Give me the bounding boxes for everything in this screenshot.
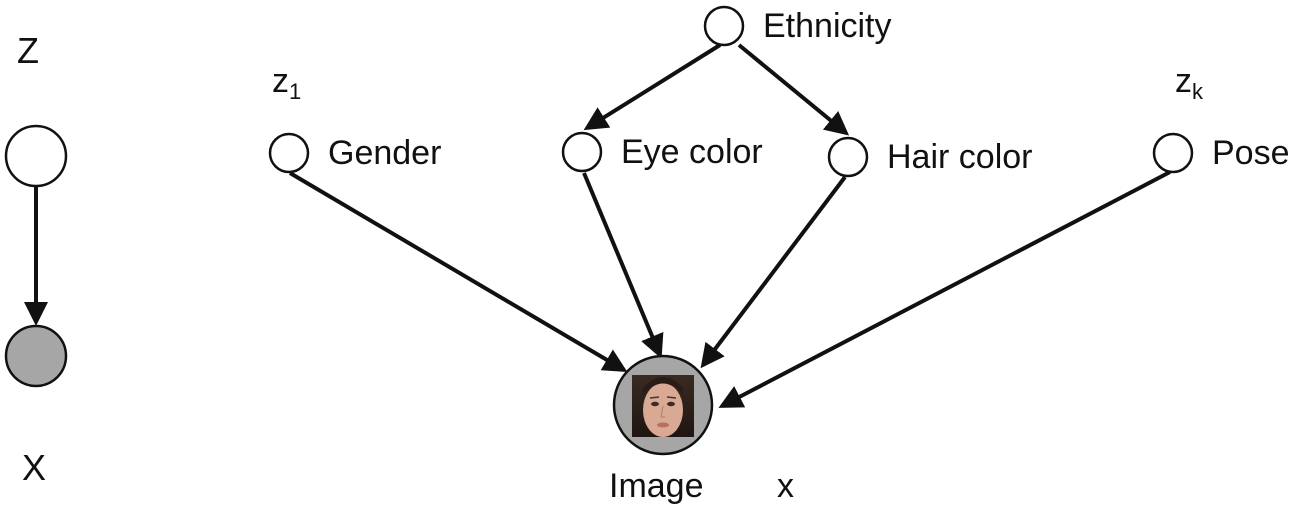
edge-pose-image (718, 170, 1171, 408)
edge-gender-image (288, 171, 628, 373)
image-label: Image (609, 467, 704, 505)
simple-model: Z X (4, 30, 68, 488)
hair-color-label: Hair color (887, 138, 1032, 176)
eye-color-label: Eye color (621, 133, 763, 171)
factor-model: Ethnicity Gender Eye color Hair color Po… (268, 5, 1290, 505)
ethnicity-label: Ethnicity (763, 7, 892, 45)
x-label: x (777, 467, 794, 505)
face-photo-icon (632, 375, 694, 437)
ethnicity-node (703, 5, 745, 47)
observed-label-x: X (22, 447, 46, 488)
edge-hair-color-image (700, 175, 847, 369)
latent-node (4, 124, 68, 188)
zk-label: zk (1175, 62, 1204, 104)
latent-label-z: Z (17, 30, 39, 71)
gender-node (268, 132, 310, 174)
edge-ethnicity-hair-color (737, 43, 850, 136)
edge-eye-color-image (582, 172, 664, 359)
edge-ethnicity-eye-color (583, 43, 722, 131)
z1-label: z1 (272, 62, 301, 104)
pose-node (1152, 132, 1194, 174)
observed-node (4, 324, 68, 388)
pose-label: Pose (1212, 134, 1290, 172)
hair-color-node (827, 136, 869, 178)
gender-label: Gender (328, 134, 441, 172)
eye-color-node (561, 131, 603, 173)
